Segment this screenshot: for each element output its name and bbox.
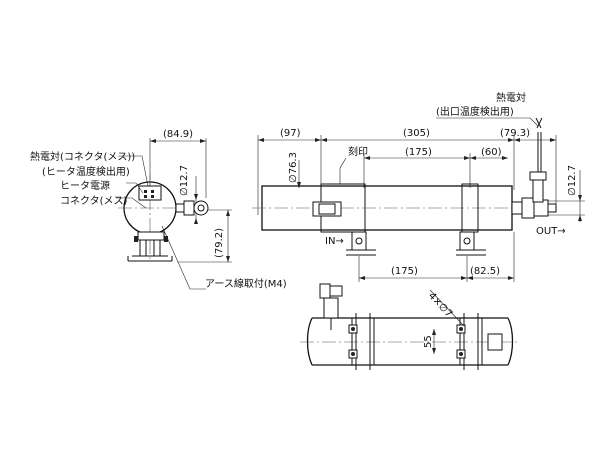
dim-55: 55 (423, 335, 434, 348)
label-thermocouple-connector: 熱電対(コネクタ(メス)) (30, 150, 135, 163)
dim-175-bottom: (175) (391, 266, 418, 277)
dim-305: (305) (403, 128, 430, 139)
dim-79-3: (79.3) (500, 128, 530, 139)
label-ground: アース線取付(M4) (205, 277, 287, 290)
dim-dia-76-3: ∅76.3 (288, 152, 299, 183)
label-outlet-temp: (出口温度検出用) (436, 105, 514, 118)
dim-dia-12-7: ∅12.7 (567, 165, 578, 196)
label-marking: 刻印 (348, 145, 368, 158)
front-dim-width: (84.9) (163, 129, 193, 140)
dim-holes: 4×∅7 (426, 291, 454, 320)
plan-view: 55 4×∅7 (300, 283, 520, 370)
label-out: OUT→ (536, 226, 566, 237)
front-dim-height: (79.2) (214, 228, 225, 258)
front-view: (84.9) ∅12.7 (79.2) (30, 129, 287, 290)
side-view: (97) (305) (79.3) (175) (60) 刻印 ∅76.3 (252, 91, 585, 282)
label-connector: コネクタ(メス) (60, 195, 128, 207)
dim-175-top: (175) (405, 147, 432, 158)
dim-97: (97) (280, 128, 301, 139)
label-in: IN→ (325, 236, 344, 247)
label-heater-temp: (ヒータ温度検出用) (42, 165, 130, 178)
dim-60: (60) (481, 147, 502, 158)
label-heater-power: ヒータ電源 (60, 179, 110, 192)
label-thermocouple: 熱電対 (496, 91, 526, 104)
dim-82-5: (82.5) (470, 266, 500, 277)
front-dim-dia: ∅12.7 (179, 165, 190, 196)
